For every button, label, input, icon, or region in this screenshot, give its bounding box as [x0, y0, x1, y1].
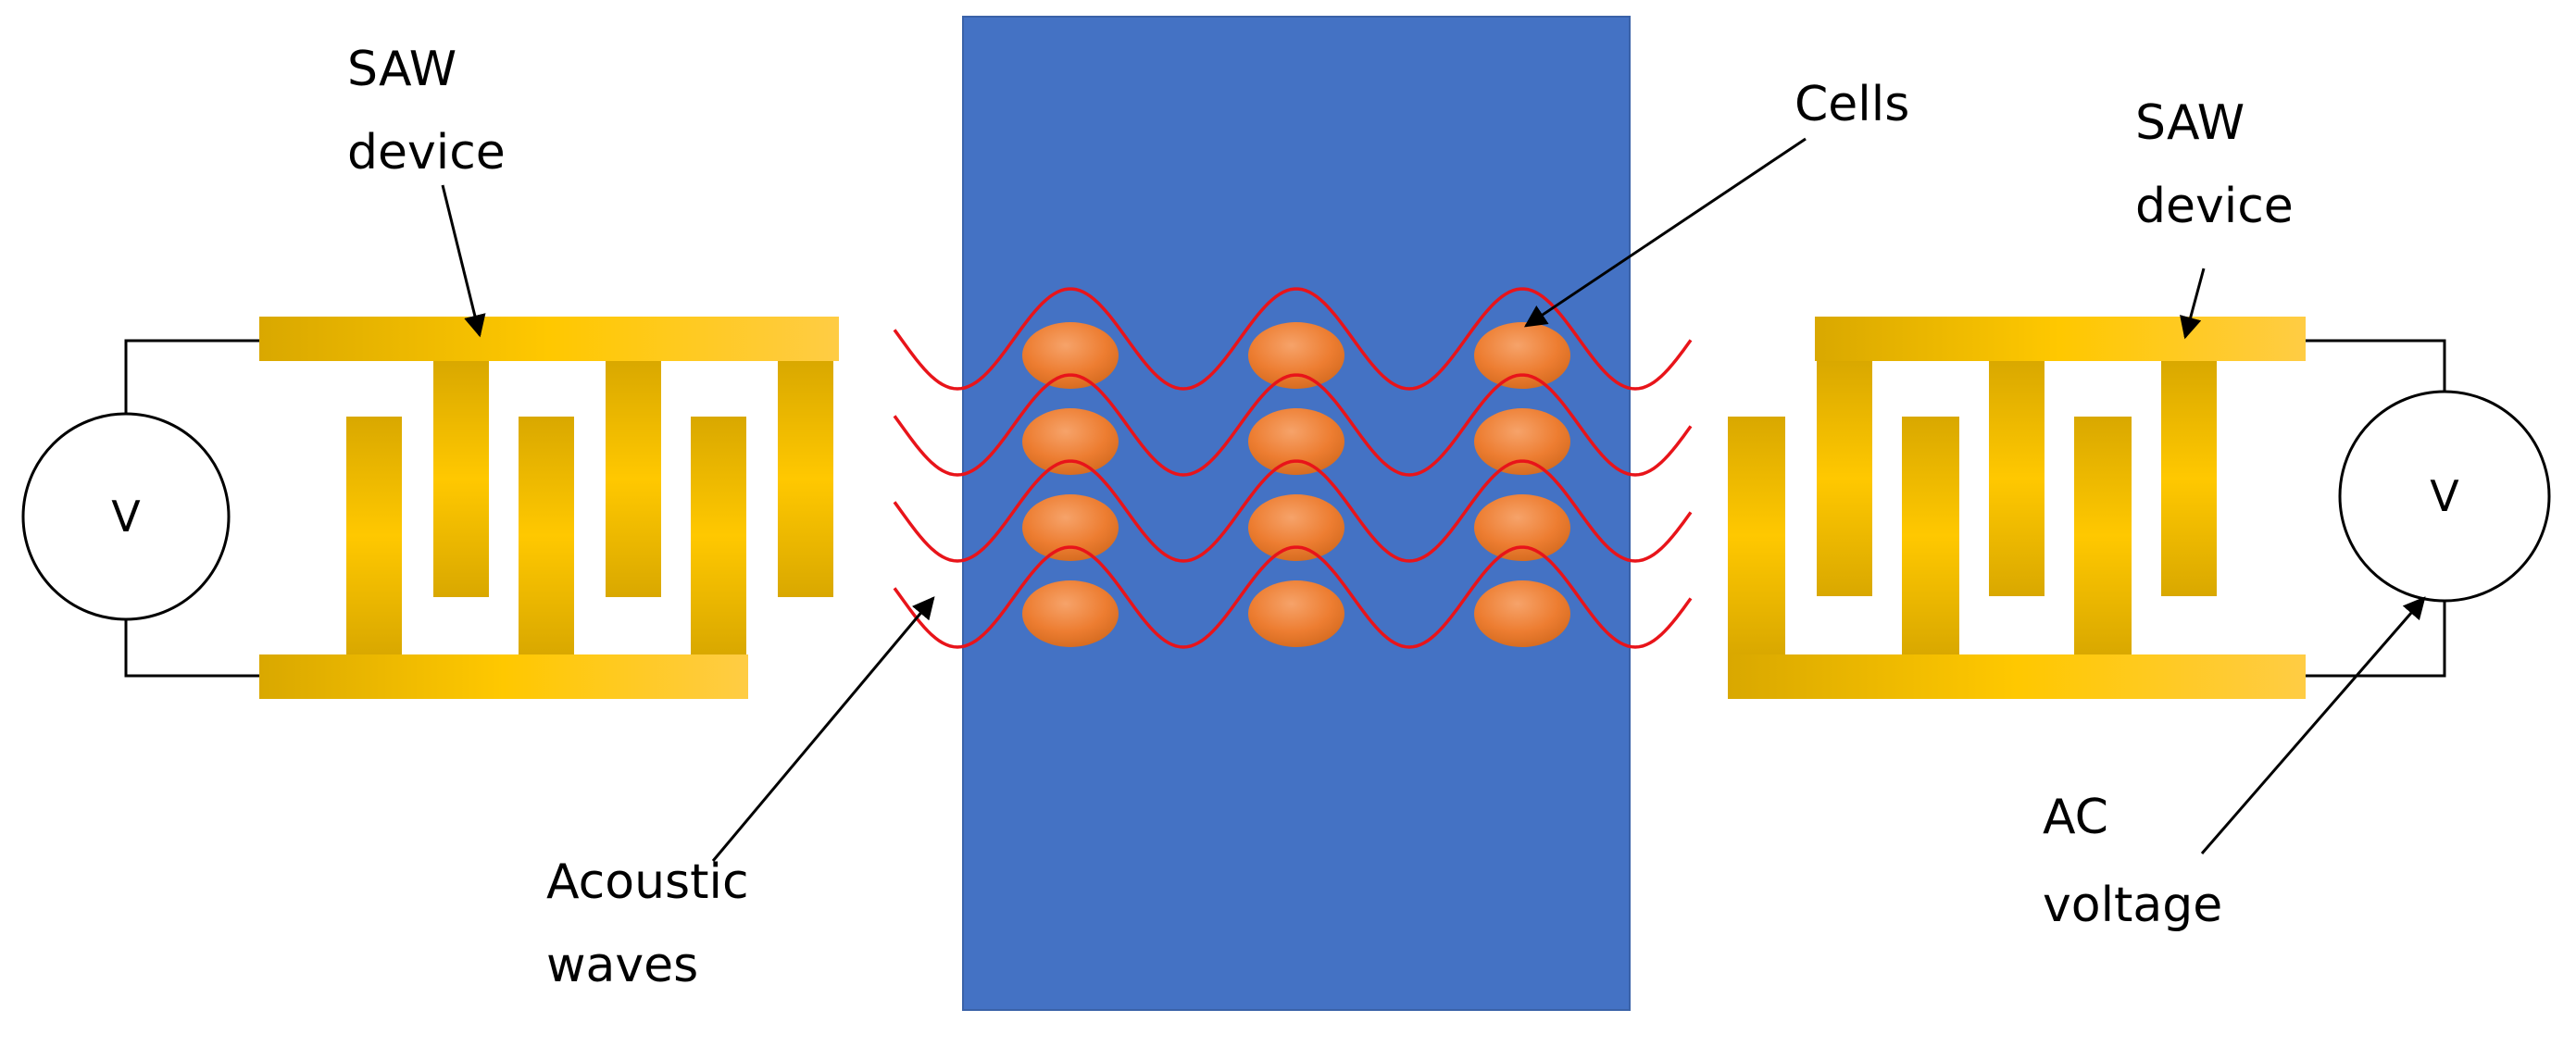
cell-r3-c3 — [1474, 494, 1570, 561]
cell-r1-c2 — [1248, 322, 1344, 389]
acoustic-wave-1 — [893, 287, 1693, 391]
arrow-ac-voltage — [2200, 596, 2426, 854]
left-voltmeter: V — [21, 412, 231, 621]
arrow-acoustic — [711, 596, 935, 862]
acoustic-waves-label-line1: Acoustic — [546, 854, 749, 910]
cells-label: Cells — [1794, 77, 1909, 132]
cell-r3-c1 — [1022, 494, 1119, 561]
arrow-saw-left — [441, 184, 486, 338]
saw-device-right-label-line1: SAW — [2135, 95, 2245, 151]
left-voltmeter-label: V — [111, 492, 141, 542]
cell-r1-c1 — [1022, 322, 1119, 389]
acoustic-wave-4 — [893, 545, 1693, 649]
cell-r3-c2 — [1248, 494, 1344, 561]
cell-r2-c3 — [1474, 408, 1570, 475]
cell-r2-c1 — [1022, 408, 1119, 475]
waves-layer — [893, 287, 1693, 649]
cell-r2-c2 — [1248, 408, 1344, 475]
acoustic-wave-2 — [893, 373, 1693, 477]
saw-device-right-label-line2: device — [2135, 179, 2294, 234]
right-voltmeter: V — [2338, 390, 2551, 603]
saw-device-left-label-line2: device — [347, 125, 506, 181]
right-saw-device — [1728, 317, 2306, 699]
right-circuit-wires — [2306, 339, 2446, 678]
cell-r4-c2 — [1248, 580, 1344, 647]
ac-voltage-label-line2: voltage — [2043, 878, 2222, 933]
left-circuit-wires — [124, 339, 259, 678]
cell-r1-c3 — [1474, 322, 1570, 389]
arrow-cells — [1524, 137, 1807, 328]
saw-device-left-label-line1: SAW — [347, 42, 456, 97]
cell-r4-c3 — [1474, 580, 1570, 647]
left-saw-device — [259, 317, 839, 699]
cells-layer — [1022, 322, 1570, 647]
arrow-saw-right — [2180, 268, 2206, 340]
pointer-arrows — [441, 137, 2426, 862]
cell-r4-c1 — [1022, 580, 1119, 647]
acoustic-waves-label-line2: waves — [546, 938, 698, 993]
ac-voltage-label-line1: AC — [2043, 790, 2108, 845]
acoustic-wave-3 — [893, 459, 1693, 563]
right-voltmeter-label: V — [2430, 471, 2459, 521]
